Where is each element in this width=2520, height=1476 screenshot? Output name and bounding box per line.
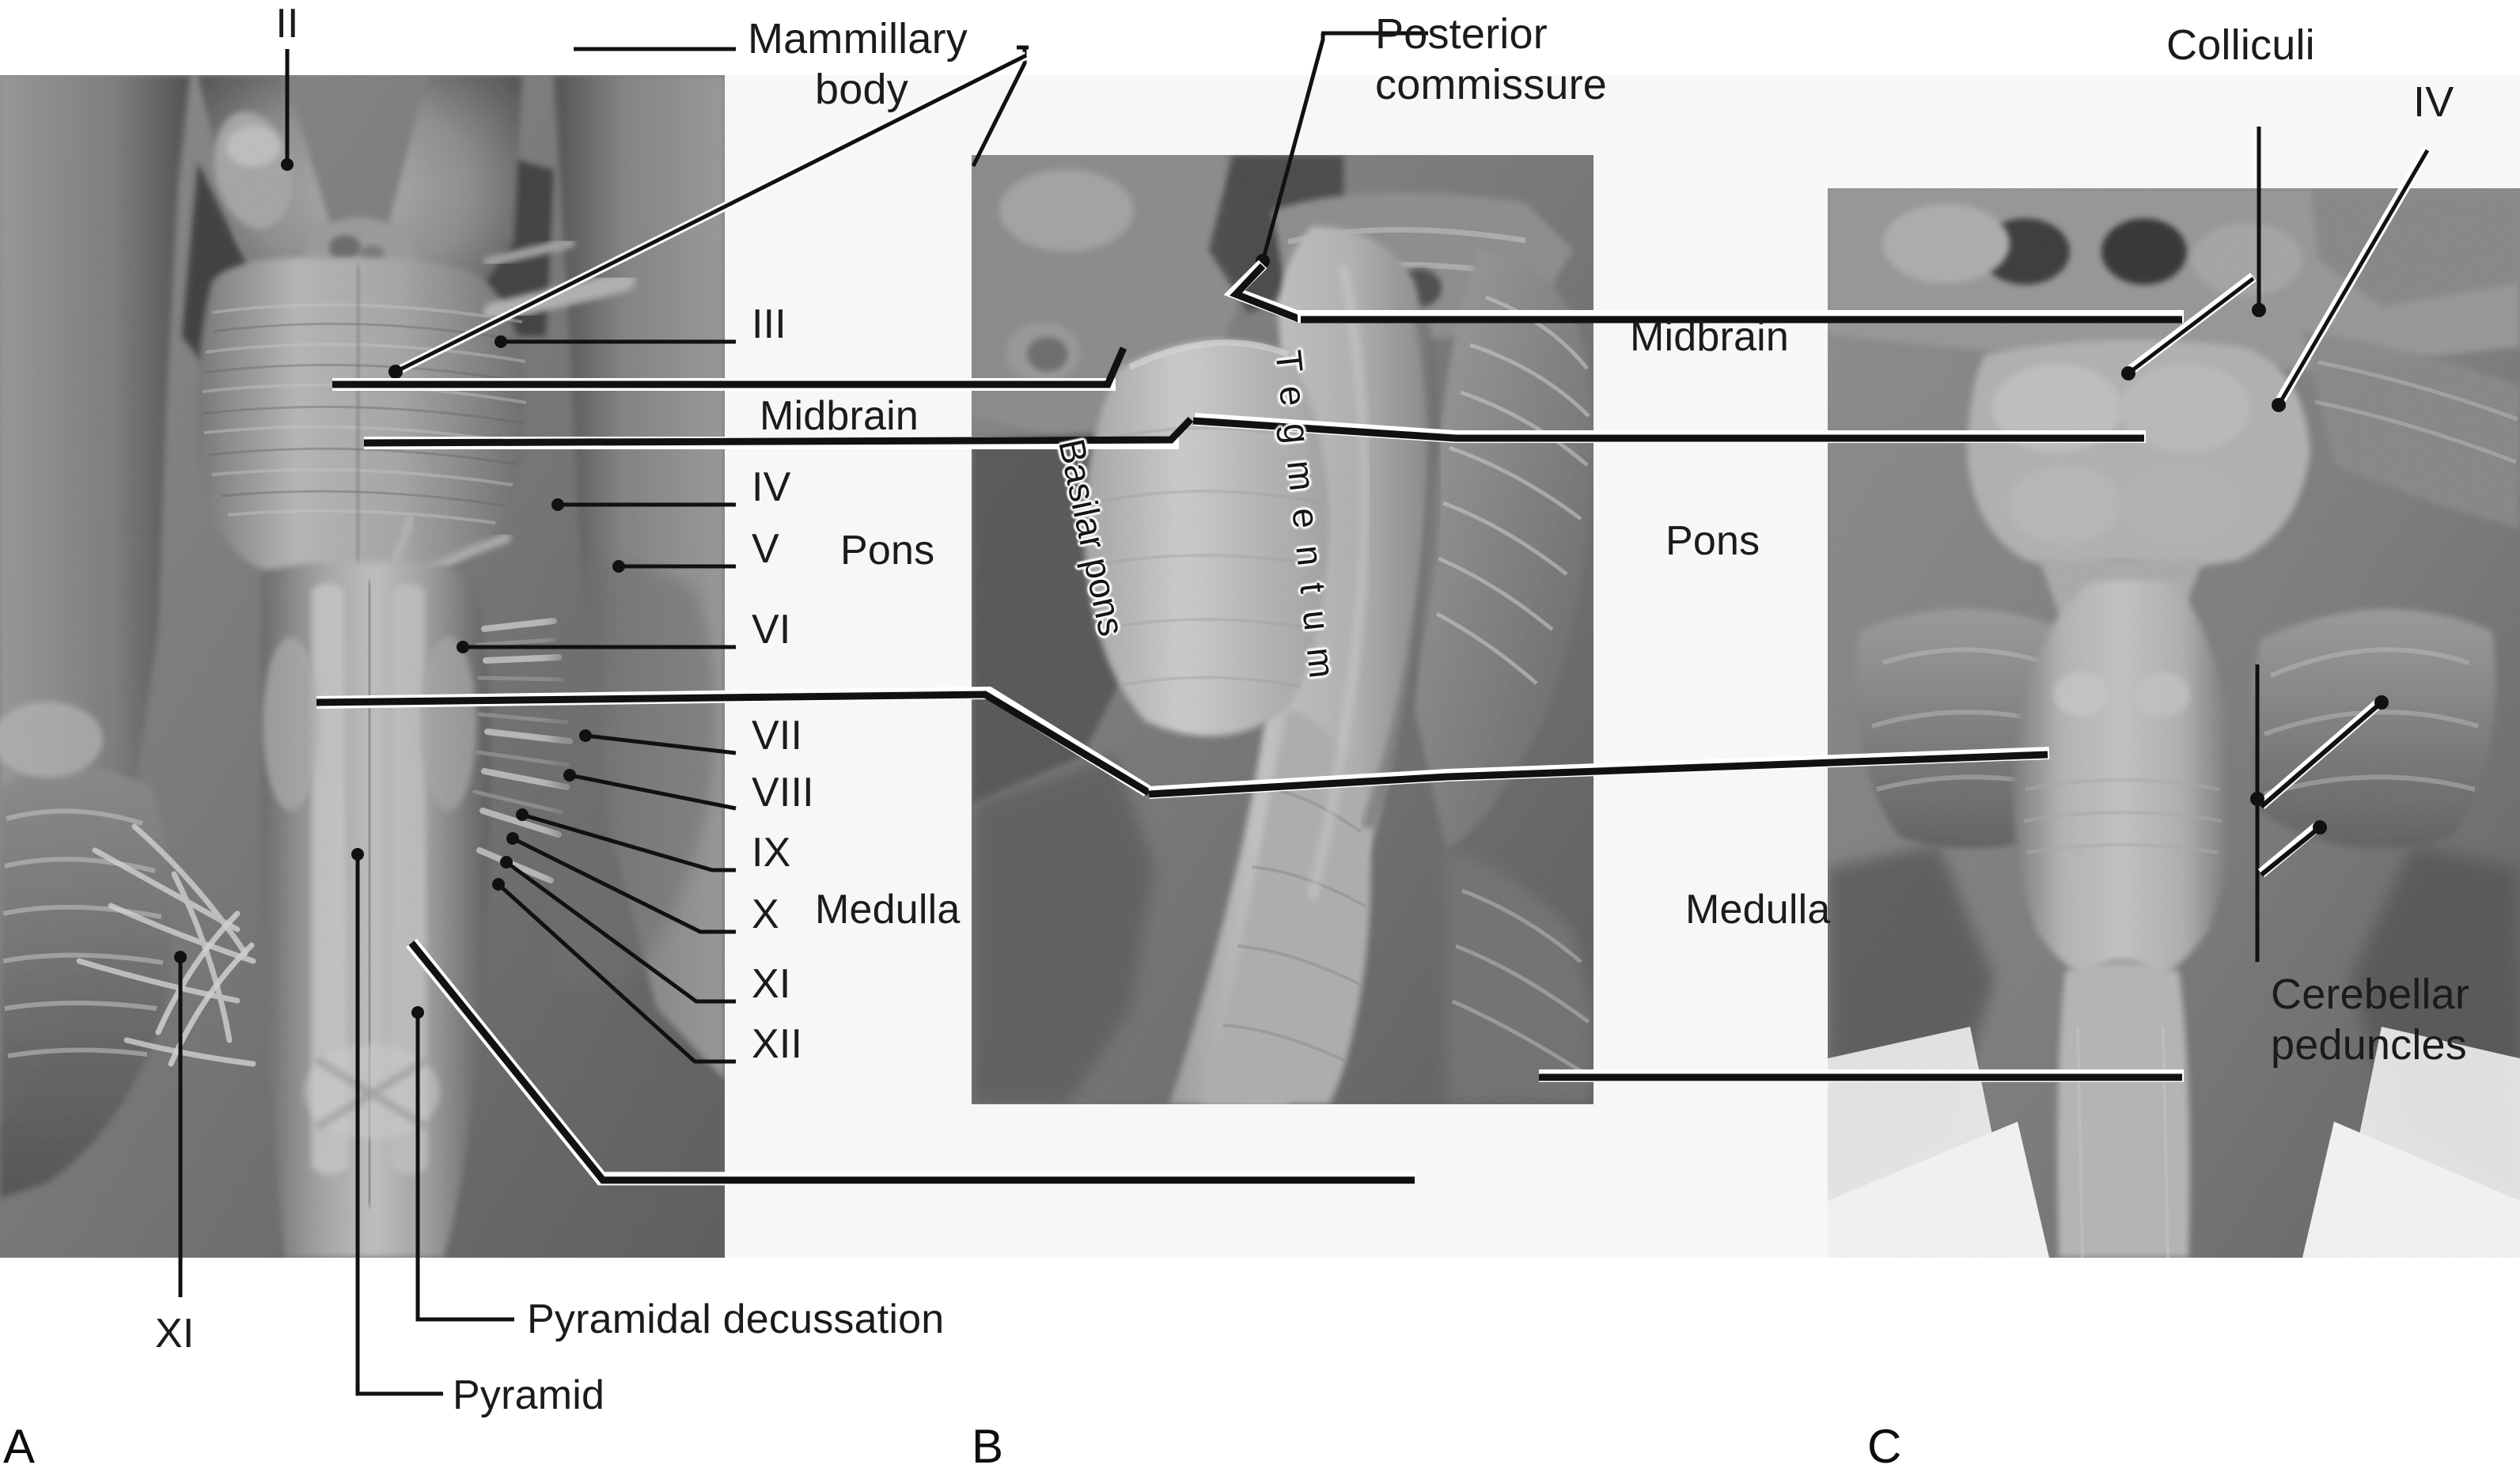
label-trigeminal: V xyxy=(752,526,779,572)
label-oculomotor: III xyxy=(752,301,786,347)
panel-a-photo xyxy=(0,75,725,1258)
label-trochlear-c: IV xyxy=(2413,78,2454,126)
panel-b-photo xyxy=(972,155,1593,1104)
label-midbrain-c: Midbrain xyxy=(1630,314,1790,360)
label-medulla-c: Medulla xyxy=(1685,887,1831,933)
label-pyramid: Pyramid xyxy=(453,1372,605,1418)
label-hypoglossal: XII xyxy=(752,1021,803,1067)
label-accessory-lower: XI xyxy=(155,1311,195,1357)
label-midbrain-a: Midbrain xyxy=(760,393,919,439)
label-pyramidal-decussation: Pyramidal decussation xyxy=(527,1296,945,1342)
panel-c-photo xyxy=(1828,188,2520,1258)
label-glossopharyngeal: IX xyxy=(752,830,791,876)
label-accessory: XI xyxy=(752,961,791,1007)
label-vestibulocochlear: VIII xyxy=(752,770,814,816)
label-vagus: X xyxy=(752,891,779,937)
label-trochlear-a: IV xyxy=(752,464,791,510)
label-colliculi: Colliculi xyxy=(2166,21,2315,69)
panel-letter-c: C xyxy=(1867,1420,1902,1473)
panel-letter-b: B xyxy=(972,1420,1004,1473)
label-abducens: VI xyxy=(752,607,791,653)
label-medulla-a: Medulla xyxy=(815,887,961,933)
label-posterior-commissure-line1: Posterior xyxy=(1375,10,1548,58)
label-cerebellar-peduncles-line1: Cerebellar xyxy=(2271,971,2470,1018)
label-facial: VII xyxy=(752,713,803,759)
panel-letter-a: A xyxy=(3,1420,36,1473)
label-mammillary-body-line2: body xyxy=(815,66,908,113)
label-posterior-commissure-line2: commissure xyxy=(1375,61,1608,108)
label-cerebellar-peduncles-line2: peduncles xyxy=(2271,1021,2467,1069)
label-mammillary-body-line1: Mammillary xyxy=(748,15,968,62)
label-pons-a: Pons xyxy=(840,528,935,573)
label-pons-c: Pons xyxy=(1665,518,1760,564)
label-optic-nerve: II xyxy=(275,1,299,47)
